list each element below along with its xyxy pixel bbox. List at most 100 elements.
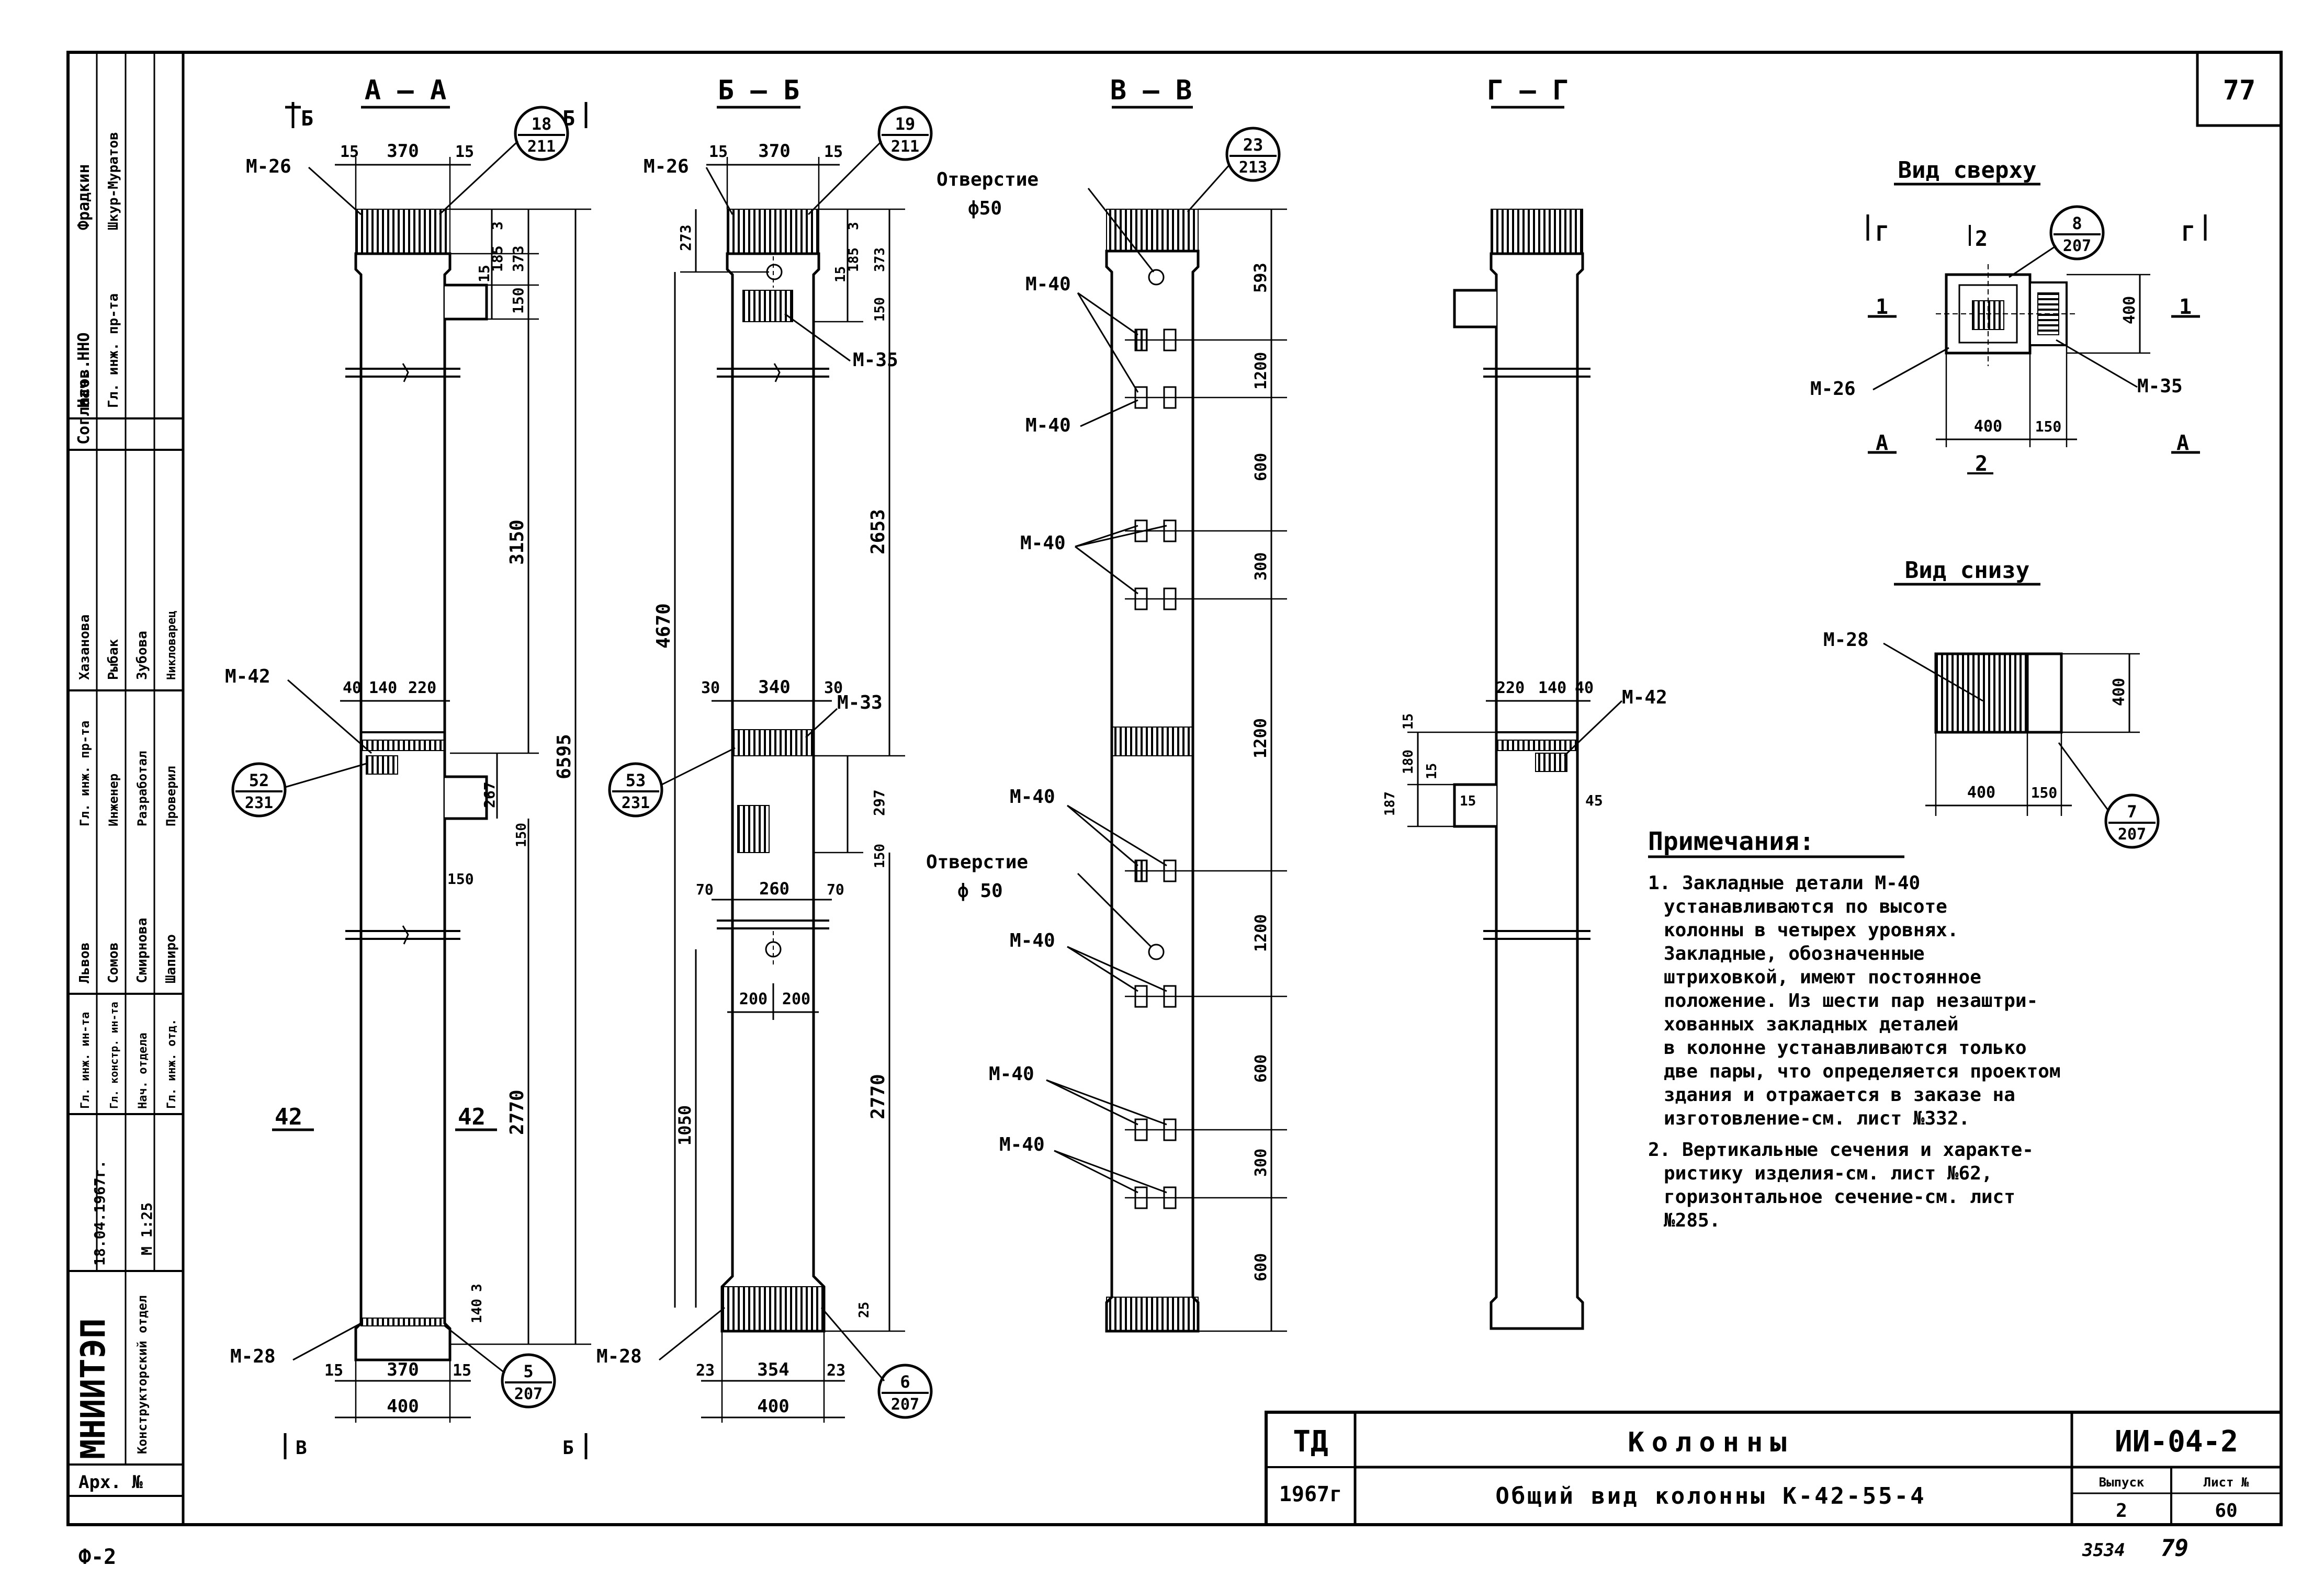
top-view-d150: 150 [2035, 418, 2062, 435]
stamp-col5-c: Разработал [135, 751, 150, 827]
section-aa-title: А — А [365, 75, 447, 106]
notes-title: Примечания: [1648, 827, 1814, 856]
dim-bb-260: 260 [759, 879, 789, 899]
title-block-code: ИИ-04-2 [2115, 1425, 2238, 1459]
top-view-m35: М-35 [2137, 376, 2183, 397]
section-bb-title: Б — Б [718, 75, 800, 106]
dim-bb-25: 25 [856, 1302, 872, 1318]
callout-5-top: 5 [523, 1361, 533, 1381]
stamp-col2-a: Нач. ННО [75, 333, 93, 408]
callout-19-top: 19 [895, 114, 916, 134]
dim-vv-593: 593 [1250, 263, 1270, 293]
dim-bb-2653: 2653 [867, 509, 889, 554]
top-view-1-right: 1 [2179, 295, 2192, 319]
dim-bb-bot354: 354 [757, 1359, 789, 1380]
callout-52-231: 52 231 [231, 762, 367, 818]
stamp-col4-c: Зубова [134, 631, 150, 680]
label-m28-a: М-28 [230, 1346, 276, 1367]
dim-vv-300b: 300 [1252, 1149, 1270, 1177]
outer-frame [66, 51, 2283, 1526]
dim-vv-1200a: 1200 [1252, 352, 1270, 390]
note-line-11: изготовление-см. лист №332. [1664, 1108, 1970, 1129]
note-line-13: ристику изделия-см. лист №62, [1664, 1163, 1993, 1184]
stamp-col5-b: Инженер [106, 774, 121, 826]
note-line-14: горизонтальное сечение-см. лист [1664, 1186, 2015, 1208]
stamp-col6-c: Смирнова [134, 918, 150, 983]
dim-aa-15: 15 [476, 265, 493, 282]
section-vv: В — В [926, 75, 1287, 1333]
title-block-year: 1967г [1279, 1482, 1342, 1506]
dim-vv-1200c: 1200 [1252, 914, 1270, 952]
callout-18-top: 18 [532, 114, 552, 134]
dim-aa-150c: 150 [447, 870, 474, 888]
callout-19-211: 19 211 [807, 106, 933, 215]
dim-bb-185: 185 [846, 247, 862, 272]
dim-aa-bot370: 370 [387, 1359, 419, 1380]
label-m40-3: М-40 [1020, 532, 1066, 554]
note-line-6: положение. Из шести пар незаштри- [1664, 990, 2038, 1012]
dim-aa-bot15r: 15 [453, 1361, 471, 1380]
top-view-d400h: 400 [1974, 417, 2002, 436]
dim-aa-150b: 150 [514, 823, 529, 847]
stamp-date: 18.04.1967г. [91, 1160, 108, 1266]
stamp-org: МНИИТЭП [74, 1318, 113, 1459]
callout-7-207: 7 207 [2058, 742, 2160, 849]
bottom-view-d400v: 400 [2110, 678, 2128, 706]
bottom-view-d150: 150 [2031, 784, 2058, 801]
top-view-a-right: А [2176, 431, 2189, 455]
dim-aa-3b: 3 [469, 1284, 485, 1292]
dim-bb-top15l: 15 [709, 143, 728, 161]
callout-52-top: 52 [249, 770, 269, 790]
footer-num: 3534 [2082, 1540, 2125, 1561]
bottom-view: Вид снизу 400 400 150 М-28 7 207 [1823, 557, 2160, 849]
dim-bb-150b: 150 [872, 844, 888, 868]
stamp-col5-d: Проверил [164, 766, 178, 826]
section-bb: Б — Б 15 370 15 273 4670 3 185 373 15 [596, 75, 933, 1423]
footer-page: 79 [2161, 1535, 2188, 1562]
label-sec42-right: 42 [458, 1104, 486, 1130]
dim-bb-bot23l: 23 [696, 1361, 715, 1380]
note-line-12: 2. Вертикальные сечения и характе- [1648, 1139, 2034, 1161]
dim-bb-70l: 70 [696, 881, 714, 898]
dim-bb-15: 15 [833, 266, 849, 282]
label-m26-a: М-26 [246, 156, 291, 177]
stamp-scale: М 1:25 [138, 1202, 155, 1255]
callout-8-top: 8 [2072, 213, 2082, 233]
callout-18-bottom: 211 [527, 138, 556, 156]
dim-bb-top15r: 15 [824, 143, 843, 161]
label-hole-2: Отверстие [926, 852, 1028, 873]
dim-bb-297: 297 [871, 789, 888, 816]
dim-vv-1200b: 1200 [1250, 718, 1270, 758]
dim-bb-2770: 2770 [867, 1074, 889, 1119]
dim-aa-140b: 140 [469, 1299, 485, 1323]
callout-23-top: 23 [1243, 135, 1263, 155]
dim-vv-600b: 600 [1252, 1054, 1270, 1083]
stamp-col4-a: Хазанова [77, 615, 93, 680]
label-m42-g: М-42 [1622, 687, 1667, 708]
dim-aa-bot15l: 15 [324, 1361, 343, 1380]
dim-aa-373: 373 [510, 245, 527, 272]
note-line-9: две пары, что определяется проектом [1664, 1061, 2061, 1082]
top-view-g-left: Г [1876, 222, 1888, 246]
bottom-view-title: Вид снизу [1905, 557, 2029, 584]
footer-form: Ф-2 [78, 1545, 116, 1569]
label-m26-b: М-26 [644, 156, 689, 177]
label-m28-b: М-28 [596, 1346, 642, 1367]
label-m35: М-35 [853, 349, 898, 371]
note-line-2: устанавливаются по высоте [1664, 896, 1947, 917]
stamp-col7-d: Гл. инж. отд. [165, 1019, 178, 1109]
stamp-col6-a: Львов [77, 943, 93, 983]
section-gg: Г — Г 220 140 40 15 180 187 15 15 45 М-4… [1382, 75, 1667, 1330]
dim-aa-220: 220 [408, 679, 436, 697]
dim-bb-bot23r: 23 [827, 1361, 845, 1380]
cut-arrow-v-left: В [296, 1437, 307, 1459]
bottom-view-m28: М-28 [1823, 629, 1869, 651]
callout-18-211: 18 211 [438, 106, 569, 215]
callout-5-bottom: 207 [514, 1385, 543, 1403]
note-line-8: в колонне устанавливаются только [1664, 1037, 2027, 1059]
callout-7-bottom: 207 [2118, 825, 2146, 844]
stamp-col1-b: Шкур-Муратов [106, 132, 121, 230]
dim-bb-4670: 4670 [653, 603, 674, 649]
note-line-3: колонны в четырех уровнях. [1664, 920, 1959, 941]
stamp-col5-a: Гл. инж. пр-та [77, 721, 92, 826]
